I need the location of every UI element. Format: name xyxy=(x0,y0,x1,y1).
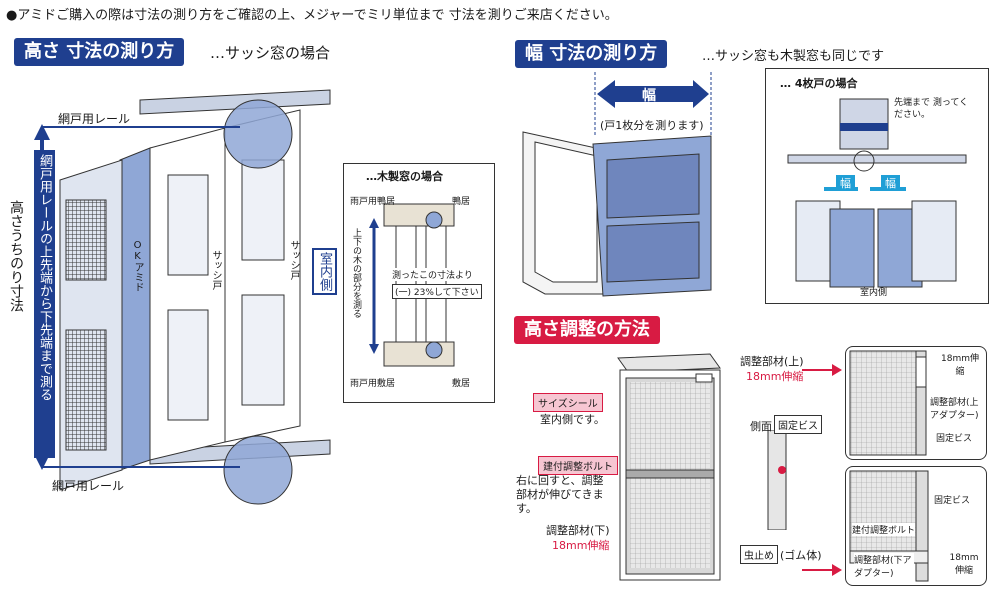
rail-bottom-label: 網戸用レール xyxy=(52,479,125,493)
detail-bottom-bolt: 建付調整ボルト xyxy=(852,523,916,536)
sash1-label: サッシ戸 xyxy=(210,250,221,290)
four-panel-title: … 4枚戸の場合 xyxy=(780,77,858,90)
four-panel-drawing xyxy=(787,98,967,288)
four-panel-w1: 幅 xyxy=(836,175,855,191)
screen-label: OKアミド xyxy=(132,240,143,292)
wood-bottom-left: 雨戸用敷居 xyxy=(350,379,396,389)
top-note: ●アミドご購入の際は寸法の測り方をご確認の上、メジャーでミリ単位まで 寸法を測り… xyxy=(6,8,618,23)
adjust-bottom-part: 調整部材(下) xyxy=(546,524,610,537)
red-arrows xyxy=(802,364,842,576)
width-label: 幅 xyxy=(642,88,656,104)
wood-window-inset: …木製窓の場合 雨戸用鴨居 鴨居 上下の木の部分を測る 測ったこの寸法より (一… xyxy=(343,163,495,403)
bolt-tag: 建付調整ボルト xyxy=(538,456,618,475)
height-side-label: 高さうちのり寸法 xyxy=(8,200,24,312)
detail-top-screw: 固定ビス xyxy=(936,434,973,444)
detail-bottom-screw: 固定ビス xyxy=(934,496,971,506)
adjust-screen-drawing xyxy=(617,353,721,581)
sash2-label: サッシ戸 xyxy=(288,240,299,280)
sash-window-diagram xyxy=(34,89,331,505)
detail-top-drawing xyxy=(849,350,927,456)
wood-bottom-right: 敷居 xyxy=(452,379,471,389)
four-panel-indoor: 室内側 xyxy=(860,288,888,298)
rail-top-label: 網戸用レール xyxy=(58,112,131,126)
bolt-note: 右に回すと、調整部材が伸びてきます。 xyxy=(516,474,604,515)
height-arrow-label: 網戸用レールの上先端から下先端まで測る xyxy=(34,150,55,458)
wood-note1: 測ったこの寸法より xyxy=(392,268,473,281)
fix-screw-tag: 固定ビス xyxy=(774,415,822,434)
detail-top-ext: 18mm伸縮 xyxy=(941,354,979,377)
side-profile-drawing xyxy=(767,430,787,530)
adjust-top-ext: 18mm伸縮 xyxy=(746,370,804,383)
width-note: (戸1枚分を測ります) xyxy=(600,119,704,132)
height-section-title: 高さ 寸法の測り方 xyxy=(14,38,185,66)
adjust-top-part: 調整部材(上) xyxy=(740,355,804,368)
four-panel-w2: 幅 xyxy=(881,175,900,191)
four-panel-tip: 先端まで 測ってください。 xyxy=(894,98,969,120)
detail-bottom-panel: 固定ビス 建付調整ボルト 調整部材(下アダプター) 18mm伸縮 xyxy=(845,466,987,586)
width-diagram xyxy=(522,72,712,297)
indoor-label: 室内側 xyxy=(312,248,337,295)
size-seal-sub: 室内側です。 xyxy=(540,413,605,426)
width-section-subtitle: …サッシ窓も木製窓も同じです xyxy=(702,49,885,64)
detail-bottom-part: 調整部材(下アダプター) xyxy=(854,553,914,579)
height-section-subtitle: …サッシ窓の場合 xyxy=(210,44,331,62)
side-label: 側面 xyxy=(750,420,772,433)
wood-measure-label: 上下の木の部分を測る xyxy=(351,228,361,318)
detail-top-part: 調整部材(上アダプター) xyxy=(930,398,979,421)
detail-top-panel: 18mm伸縮 調整部材(上アダプター) 固定ビス xyxy=(845,346,987,460)
wood-inset-title: …木製窓の場合 xyxy=(366,170,443,183)
bug-stop-tag: 虫止め xyxy=(740,545,778,564)
wood-top-left: 雨戸用鴨居 xyxy=(350,197,396,207)
width-section-title: 幅 寸法の測り方 xyxy=(515,40,668,68)
detail-bottom-ext: 18mm伸縮 xyxy=(949,553,979,576)
wood-top-right: 鴨居 xyxy=(452,197,471,207)
size-seal-tag: サイズシール xyxy=(533,393,603,412)
adjust-bottom-ext: 18mm伸縮 xyxy=(552,539,610,552)
wood-note2: (一) 23%して下さい xyxy=(392,284,482,299)
four-panel-inset: … 4枚戸の場合 先端まで 測ってください。 幅 幅 室内側 xyxy=(765,68,989,304)
adjust-section-title: 高さ調整の方法 xyxy=(514,316,660,344)
rubber-label: (ゴム体) xyxy=(780,549,822,562)
